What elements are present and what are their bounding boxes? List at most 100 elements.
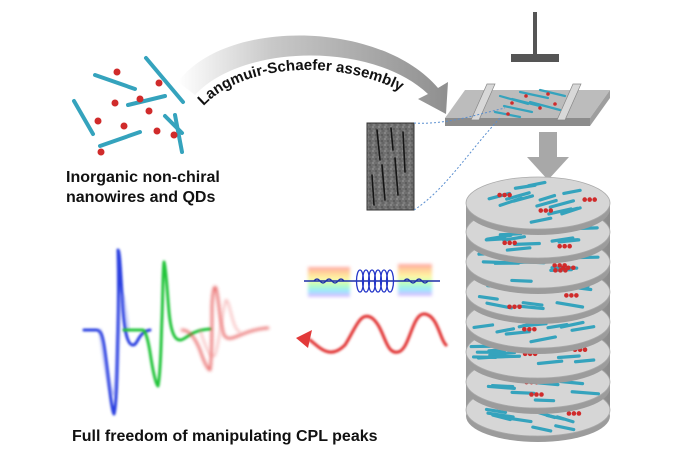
stack-nanowire [536, 359, 564, 366]
quantum-dot [145, 107, 153, 115]
quantum-dot [153, 127, 161, 135]
stack-nanowire [512, 194, 535, 203]
stack-qd [512, 304, 517, 310]
stack-nanowire [556, 354, 581, 360]
nanowire [163, 114, 184, 135]
stack-nanowire [533, 398, 556, 403]
stack-qd [562, 263, 567, 268]
stack-qd [497, 192, 502, 198]
stack-nanowire [484, 237, 507, 242]
stack-nanowire [502, 235, 527, 242]
stack-qd [569, 293, 574, 298]
stack-nanowire [538, 193, 557, 202]
nanowire [144, 56, 185, 104]
nanowire [72, 99, 95, 136]
stack-qd [553, 268, 558, 273]
stack-nanowire [510, 278, 533, 283]
stack-qd [563, 268, 568, 273]
stack-qd [529, 392, 534, 397]
stack-qd [522, 326, 527, 332]
stack-layer [465, 176, 611, 235]
stack-qd [567, 243, 572, 249]
stack-qd [571, 265, 576, 271]
cpl-red-curve-2 [199, 299, 241, 357]
materials-label-line1: Inorganic non-chiral [66, 169, 220, 186]
stack-qd [502, 240, 507, 246]
stack-qd [582, 347, 588, 352]
nanowire [98, 130, 142, 148]
stack-nanowire [484, 407, 508, 414]
stack-qd [557, 263, 562, 268]
quantum-dot [155, 79, 163, 87]
cpl-green-curve [122, 260, 212, 388]
stack-nanowire [557, 238, 579, 243]
stack-qd [532, 326, 537, 332]
stack-qd [574, 293, 579, 298]
stack-nanowire [512, 241, 541, 246]
quantum-dot [97, 148, 105, 156]
stack-qd [582, 197, 587, 202]
stack-qd [566, 411, 572, 416]
stack-qd [552, 263, 557, 268]
stack-qd [507, 192, 512, 198]
stack-qd [592, 197, 597, 202]
stack-qd [558, 268, 563, 273]
nanowire [126, 94, 167, 107]
stack-qd [571, 411, 577, 416]
stack-qd [539, 392, 544, 397]
stack-qd [512, 240, 517, 246]
bottom-caption: Full freedom of manipulating CPL peaks [72, 428, 378, 445]
materials-label-line2: nanowires and QDs [66, 189, 216, 206]
stack-nanowire [517, 304, 545, 311]
nanowire-qd-cluster [72, 56, 185, 156]
stack-qd [538, 208, 544, 213]
stack-qd [507, 240, 512, 246]
stack-nanowire [529, 216, 553, 224]
stack-qd [543, 208, 549, 213]
cpl-blue-curve [82, 248, 152, 416]
stack-nanowire [554, 424, 576, 432]
langmuir-trough-icon [445, 12, 610, 126]
stack-qd [527, 326, 532, 332]
stack-qd [517, 304, 522, 310]
stack-nanowire [535, 198, 558, 208]
stack-nanowire [505, 246, 532, 252]
layered-film-stack-icon [465, 176, 611, 442]
down-arrow-icon [527, 132, 569, 180]
stack-nanowire [555, 301, 585, 309]
stack-nanowire [477, 294, 499, 301]
stack-qd [576, 411, 582, 416]
stack-nanowire [560, 206, 582, 216]
stack-nanowire [570, 325, 596, 332]
stack-nanowire [504, 330, 531, 336]
quantum-dot [113, 68, 121, 76]
stack-qd [587, 197, 592, 202]
quantum-dot [170, 131, 178, 139]
cpl-spectra-plot [82, 248, 270, 416]
stack-nanowire [547, 207, 573, 216]
stack-nanowire [503, 416, 533, 424]
tem-micrograph [366, 107, 506, 211]
stack-nanowire [481, 260, 513, 265]
quantum-dot [120, 122, 128, 130]
circularly-polarized-light-wave-icon [296, 312, 448, 354]
nanowire [93, 73, 137, 91]
stack-nanowire [505, 191, 531, 201]
stack-nanowire [521, 301, 544, 307]
stack-qd [502, 192, 507, 198]
stack-nanowire [546, 323, 569, 330]
materials-label: Inorganic non-chiral nanowires and QDs [66, 168, 220, 208]
cpl-blue-curve-2 [99, 293, 129, 396]
quantum-dot [136, 95, 144, 103]
stack-nanowire [529, 335, 557, 344]
stack-qd [507, 304, 512, 310]
stack-nanowire [570, 390, 601, 396]
stack-nanowire [495, 327, 516, 334]
stack-qd [534, 392, 539, 397]
cpl-red-curve [180, 286, 270, 372]
stack-qd [564, 293, 569, 298]
stack-nanowire [472, 323, 495, 330]
nanowire [173, 113, 184, 154]
stack-nanowire [573, 358, 596, 364]
